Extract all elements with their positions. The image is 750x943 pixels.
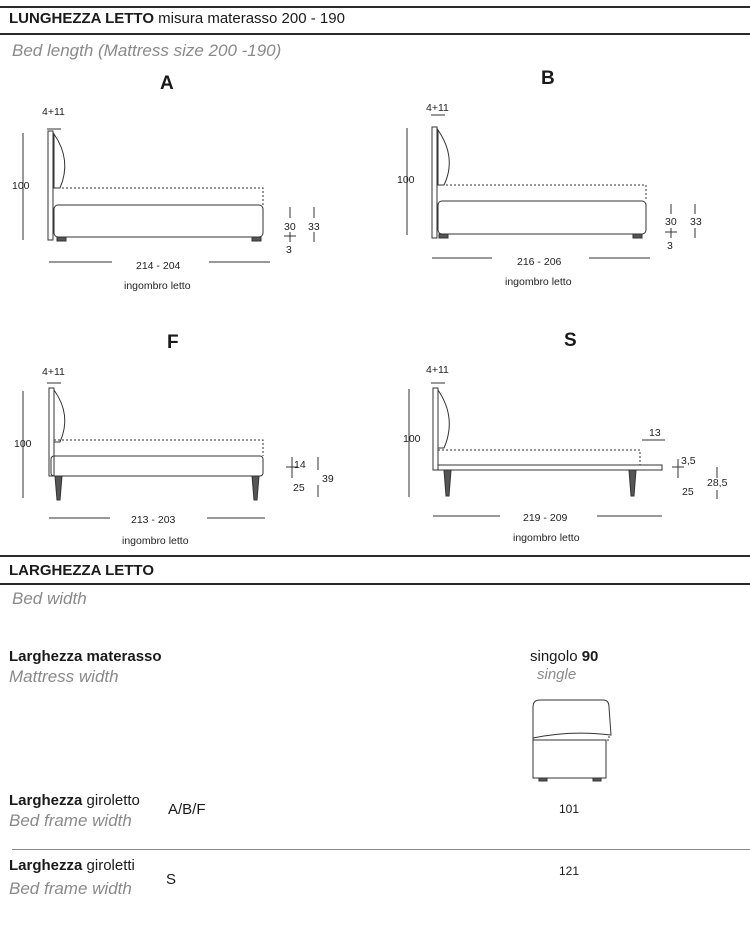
model-s-dim-3-5: 3,5 [681, 455, 696, 467]
mattress-width-label-en: Mattress width [9, 667, 119, 686]
length-section-title: LUNGHEZZA LETTO misura materasso 200 - 1… [9, 10, 345, 27]
model-s-length-dim: 219 - 209 [523, 512, 568, 524]
model-f-headboard-dim: 4+11 [42, 366, 65, 378]
model-s-headboard-dim: 4+11 [426, 364, 449, 376]
bed-frame [53, 204, 264, 238]
model-f-footprint: ingombro letto [122, 535, 189, 547]
frame-front [532, 739, 607, 779]
width-section-title: LARGHEZZA LETTO [9, 562, 154, 579]
width-title-rule [0, 583, 750, 585]
diagram-f [22, 382, 319, 519]
mattress-outline [54, 439, 264, 456]
model-b-dim-33: 33 [690, 216, 702, 228]
model-s-height-dim: 100 [403, 433, 421, 445]
back-cushion [437, 388, 450, 449]
diagram-s [408, 382, 718, 517]
headboard-panel [432, 387, 439, 471]
frame-divider [12, 849, 750, 850]
foot [251, 236, 262, 242]
diagram-b [406, 114, 696, 259]
width-section-subtitle: Bed width [12, 589, 87, 608]
frame-width-s-label: Larghezza giroletti [9, 857, 135, 874]
mattress-outline [54, 187, 264, 205]
model-b-dim-30: 30 [665, 216, 677, 228]
frame-width-s-label-en: Bed frame width [9, 879, 132, 898]
model-f-dim-39: 39 [322, 473, 334, 485]
foot [56, 236, 67, 242]
model-f-length-dim: 213 - 203 [131, 514, 176, 526]
foot [632, 233, 643, 239]
back-cushion [53, 132, 66, 189]
model-f-dim-25: 25 [293, 482, 305, 494]
model-s-letter: S [564, 330, 577, 351]
model-s-dim-13: 13 [649, 427, 661, 439]
back-cushion [437, 128, 450, 186]
leg [54, 475, 63, 501]
frame-width-abf-label-en: Bed frame width [9, 811, 132, 830]
frame-width-s-value: 121 [559, 864, 580, 878]
mattress-width-label: Larghezza materasso [9, 648, 162, 665]
model-a-dim-33: 33 [308, 221, 320, 233]
model-b-headboard-dim: 4+11 [426, 102, 449, 114]
frame-width-abf-value: 101 [559, 802, 580, 816]
mattress-outline [438, 184, 647, 201]
length-title-rule [0, 33, 750, 35]
model-a-dim-30: 30 [284, 221, 296, 233]
model-s-dim-28-5: 28,5 [707, 477, 728, 489]
single-size-label: singolo 90 [530, 648, 599, 665]
model-a-footprint: ingombro letto [124, 280, 191, 292]
model-a-height-dim: 100 [12, 180, 30, 192]
model-f-dim-14: 14 [294, 459, 306, 471]
model-b-height-dim: 100 [397, 174, 415, 186]
model-b-length-dim: 216 - 206 [517, 256, 562, 268]
foot [438, 233, 449, 239]
model-b-footprint: ingombro letto [505, 276, 572, 288]
model-f-letter: F [167, 332, 179, 353]
length-section-subtitle: Bed length (Mattress size 200 -190) [12, 41, 282, 60]
model-b-letter: B [541, 68, 555, 89]
leg [628, 469, 637, 497]
model-a-headboard-dim: 4+11 [42, 106, 65, 118]
frame-width-abf-models: A/B/F [168, 801, 206, 818]
headboard-panel [431, 126, 438, 239]
frame-width-s-models: S [166, 871, 177, 888]
model-s-dim-25: 25 [682, 486, 694, 498]
single-bed-front-view [532, 699, 612, 782]
width-top-rule [0, 555, 750, 557]
bed-frame [50, 455, 264, 477]
model-a-dim-3: 3 [286, 244, 292, 256]
model-a-letter: A [160, 73, 174, 94]
model-a-length-dim: 214 - 204 [136, 260, 181, 272]
back-cushion [53, 388, 66, 443]
model-f-height-dim: 100 [14, 438, 32, 450]
bed-frame [437, 200, 647, 235]
mattress-outline [438, 449, 641, 465]
bed-platform [437, 464, 663, 471]
model-s-footprint: ingombro letto [513, 532, 580, 544]
model-b-dim-3: 3 [667, 240, 673, 252]
headboard-front [532, 699, 612, 739]
headboard-panel [47, 130, 54, 241]
top-rule [0, 6, 750, 8]
diagram-a [22, 128, 315, 263]
frame-width-abf-label: Larghezza giroletto [9, 792, 140, 809]
single-size-en: single [537, 666, 577, 683]
leg [443, 469, 452, 497]
leg [251, 475, 260, 501]
